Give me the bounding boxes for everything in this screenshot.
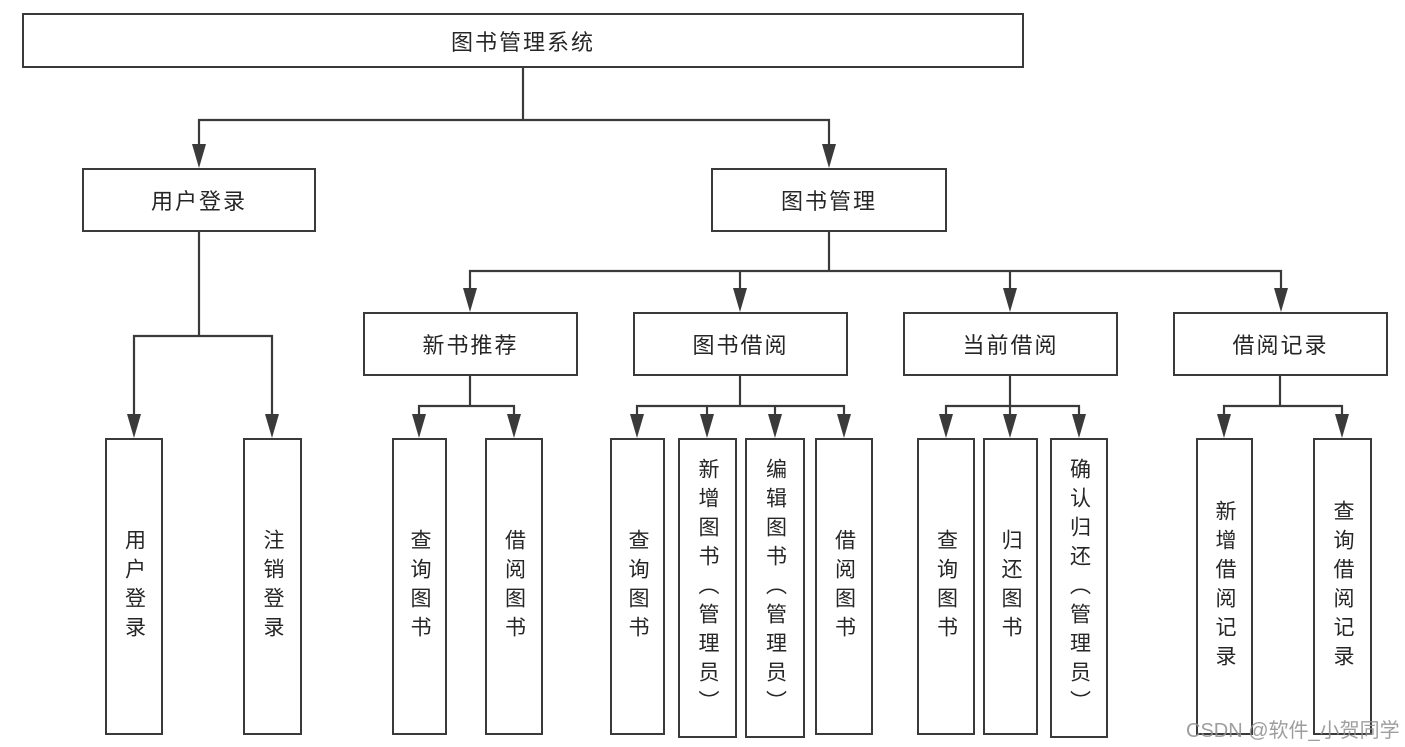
arrowheads bbox=[127, 144, 1349, 438]
node-new-book-recommend: 新书推荐 bbox=[363, 312, 578, 376]
node-current-borrow-label: 当前借阅 bbox=[962, 333, 1059, 358]
node-user-login: 用户登录 bbox=[82, 168, 316, 232]
leaf-borrow-query-books: 查询图书 bbox=[610, 438, 665, 735]
leaf-confirm-return-admin-label: 确认归还（管理员） bbox=[1067, 457, 1091, 719]
leaf-return-books: 归还图书 bbox=[983, 438, 1038, 735]
csdn-watermark: CSDN @软件_小贺同学 bbox=[1186, 720, 1400, 742]
node-book-management-label: 图书管理 bbox=[780, 189, 877, 214]
node-borrow-records: 借阅记录 bbox=[1173, 312, 1388, 376]
leaf-recommend-borrow-books: 借阅图书 bbox=[485, 438, 543, 735]
leaf-return-books-label: 归还图书 bbox=[999, 528, 1022, 645]
leaf-borrow-books: 借阅图书 bbox=[815, 438, 873, 735]
leaf-user-login: 用户登录 bbox=[105, 438, 163, 735]
leaf-user-login-label: 用户登录 bbox=[122, 528, 146, 645]
node-book-borrow: 图书借阅 bbox=[633, 312, 848, 376]
node-book-borrow-label: 图书借阅 bbox=[692, 333, 789, 358]
node-new-book-recommend-label: 新书推荐 bbox=[422, 333, 519, 358]
leaf-borrow-books-label: 借阅图书 bbox=[832, 528, 856, 645]
leaf-logout: 注销登录 bbox=[243, 438, 302, 735]
leaf-current-query-books-label: 查询图书 bbox=[934, 528, 958, 645]
leaf-query-borrow-record: 查询借阅记录 bbox=[1313, 438, 1372, 735]
node-book-management: 图书管理 bbox=[711, 168, 947, 232]
root-node-library-management-system: 图书管理系统 bbox=[22, 13, 1024, 68]
node-borrow-records-label: 借阅记录 bbox=[1232, 333, 1329, 358]
leaf-recommend-query-books: 查询图书 bbox=[392, 438, 447, 735]
leaf-confirm-return-admin: 确认归还（管理员） bbox=[1050, 438, 1108, 738]
leaf-recommend-borrow-books-label: 借阅图书 bbox=[502, 528, 526, 645]
leaf-recommend-query-books-label: 查询图书 bbox=[408, 528, 431, 645]
leaf-add-borrow-record: 新增借阅记录 bbox=[1196, 438, 1253, 735]
leaf-edit-books-admin-label: 编辑图书（管理员） bbox=[763, 457, 787, 719]
leaf-borrow-query-books-label: 查询图书 bbox=[626, 528, 649, 645]
leaf-edit-books-admin: 编辑图书（管理员） bbox=[745, 438, 805, 738]
root-node-label: 图书管理系统 bbox=[450, 29, 595, 55]
leaf-add-borrow-record-label: 新增借阅记录 bbox=[1213, 499, 1236, 674]
leaf-logout-label: 注销登录 bbox=[261, 528, 284, 645]
leaf-current-query-books: 查询图书 bbox=[917, 438, 975, 735]
node-current-borrow: 当前借阅 bbox=[903, 312, 1118, 376]
leaf-add-books-admin-label: 新增图书（管理员） bbox=[696, 457, 719, 719]
leaf-add-books-admin: 新增图书（管理员） bbox=[678, 438, 737, 738]
leaf-query-borrow-record-label: 查询借阅记录 bbox=[1331, 499, 1354, 674]
node-user-login-label: 用户登录 bbox=[150, 189, 247, 214]
